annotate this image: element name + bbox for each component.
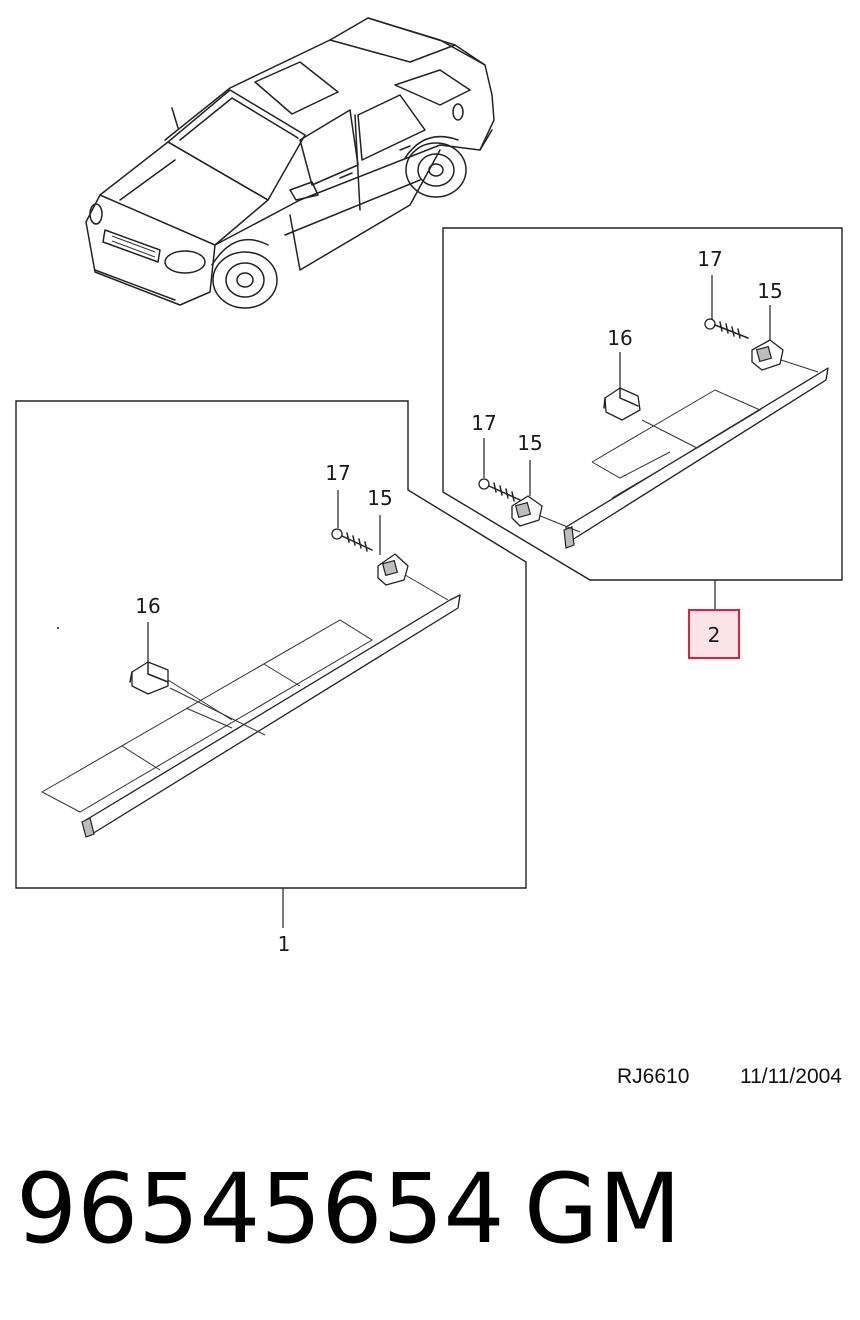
assembly-2-frame — [442, 227, 843, 610]
callout-15-lower-right: 15 — [517, 431, 542, 455]
drawing-reference: RJ6610 11/11/2004 — [617, 1065, 842, 1088]
assembly-2-hardware — [478, 275, 784, 527]
assembly-2-highlight[interactable]: 2 — [688, 609, 740, 659]
part-number-banner: 96545654 GM — [16, 1153, 681, 1265]
callout-2[interactable]: 2 — [708, 623, 721, 647]
part-brand: GM — [524, 1153, 681, 1265]
callout-17-upper: 17 — [697, 247, 722, 271]
front-door-moulding — [40, 571, 461, 838]
reference-date: 11/11/2004 — [740, 1065, 842, 1088]
callout-15-upper: 15 — [757, 279, 782, 303]
callout-15-lower-left: 15 — [367, 486, 392, 510]
rear-door-moulding — [537, 357, 829, 549]
callout-16-lower-left: 16 — [135, 594, 160, 618]
callout-1[interactable]: 1 — [278, 932, 291, 956]
reference-code: RJ6610 — [617, 1065, 689, 1088]
assembly-1-hardware — [57, 490, 409, 695]
callout-17-lower-left: 17 — [325, 461, 350, 485]
sedan-illustration — [85, 17, 495, 309]
callout-16-upper: 16 — [607, 326, 632, 350]
assembly-1-frame — [15, 400, 527, 928]
callout-17-lower-right: 17 — [471, 411, 496, 435]
part-number: 96545654 — [16, 1153, 505, 1265]
